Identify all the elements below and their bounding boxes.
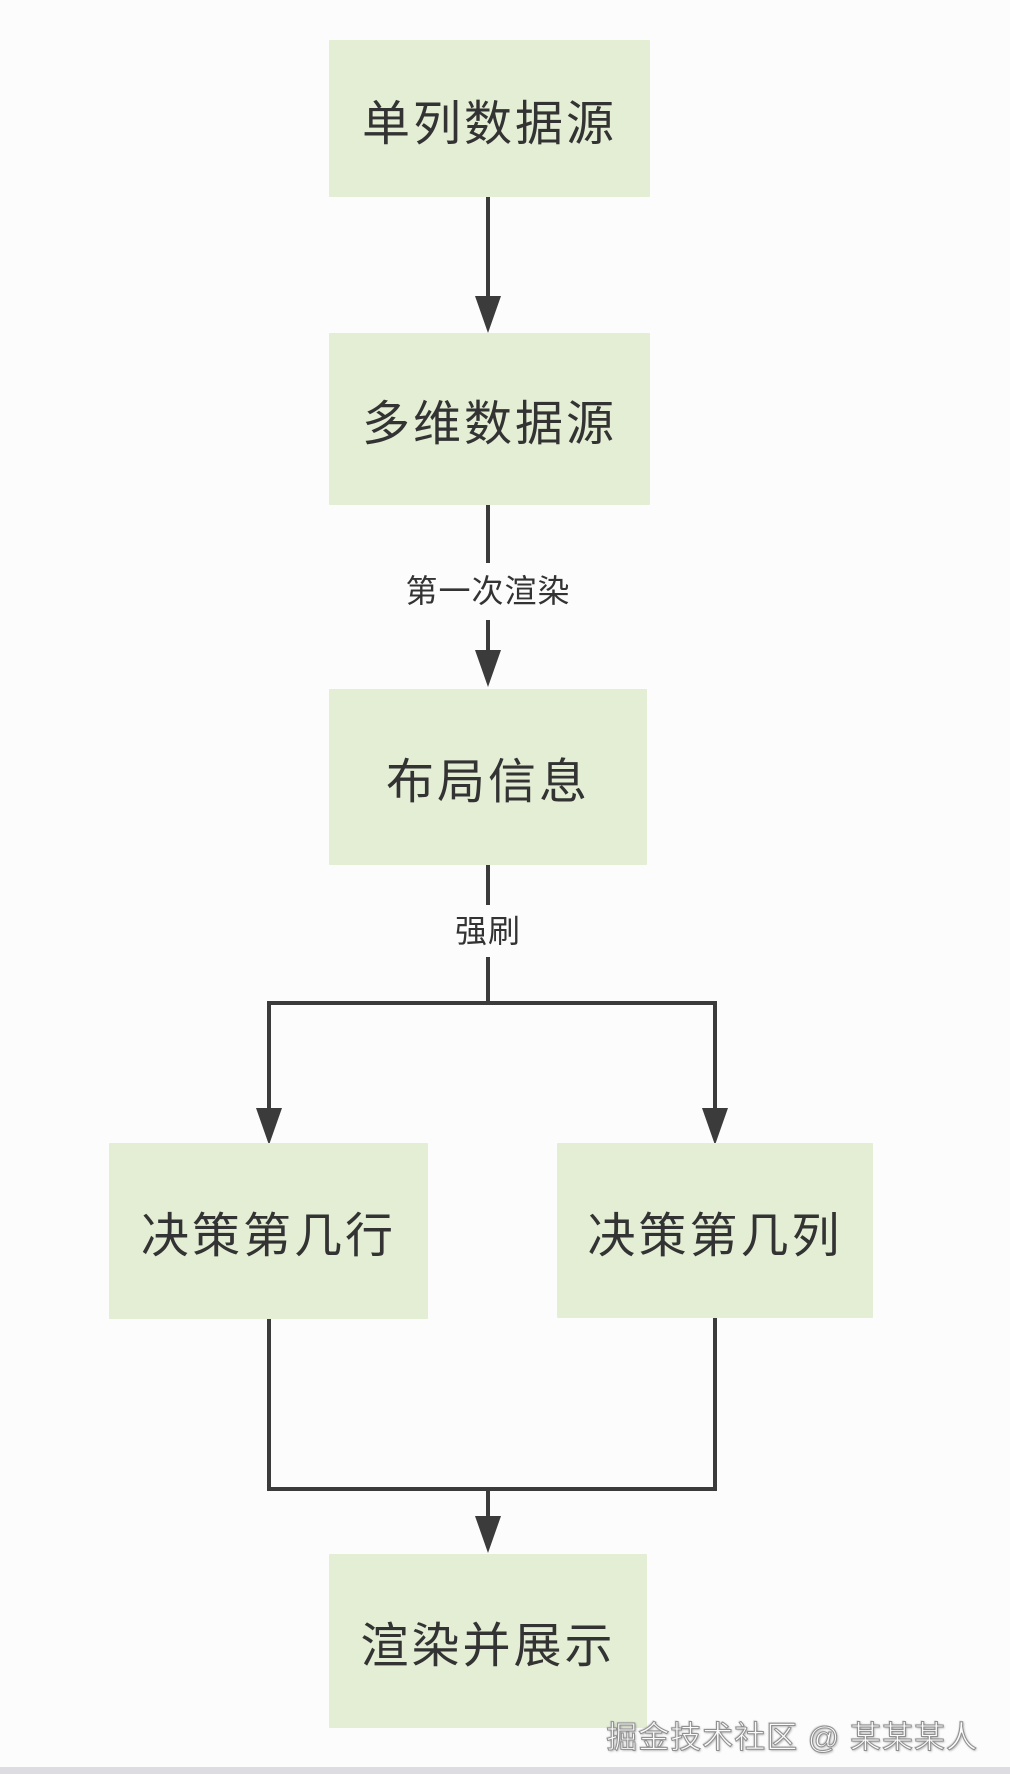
node-label: 布局信息 [385, 756, 590, 809]
node-label: 决策第几列 [587, 1209, 843, 1263]
node-label: 渲染并展示 [360, 1620, 616, 1673]
node-label: 多维数据源 [361, 398, 617, 451]
node-render-and-display: 渲染并展示 [329, 1554, 647, 1728]
node-label: 决策第几行 [140, 1210, 396, 1263]
footer-bar [0, 1767, 1010, 1774]
node-label: 单列数据源 [361, 97, 617, 151]
node-decide-which-row: 决策第几行 [109, 1143, 428, 1319]
arrowhead-icon [475, 1516, 501, 1553]
node-single-column-datasource: 单列数据源 [329, 40, 650, 197]
watermark: 掘金技术社区 @ 某某某人 [606, 1720, 978, 1756]
edge-label-force-refresh: 强刷 [358, 911, 618, 951]
arrowhead-icon [475, 296, 501, 333]
edge-label-first-render: 第一次渲染 [358, 571, 618, 611]
arrowhead-icon [475, 650, 501, 687]
arrowhead-icon [702, 1108, 728, 1145]
arrowhead-icon [256, 1108, 282, 1145]
node-decide-which-column: 决策第几列 [557, 1143, 873, 1318]
node-layout-info: 布局信息 [329, 689, 647, 865]
node-multi-dimension-datasource: 多维数据源 [329, 333, 650, 505]
